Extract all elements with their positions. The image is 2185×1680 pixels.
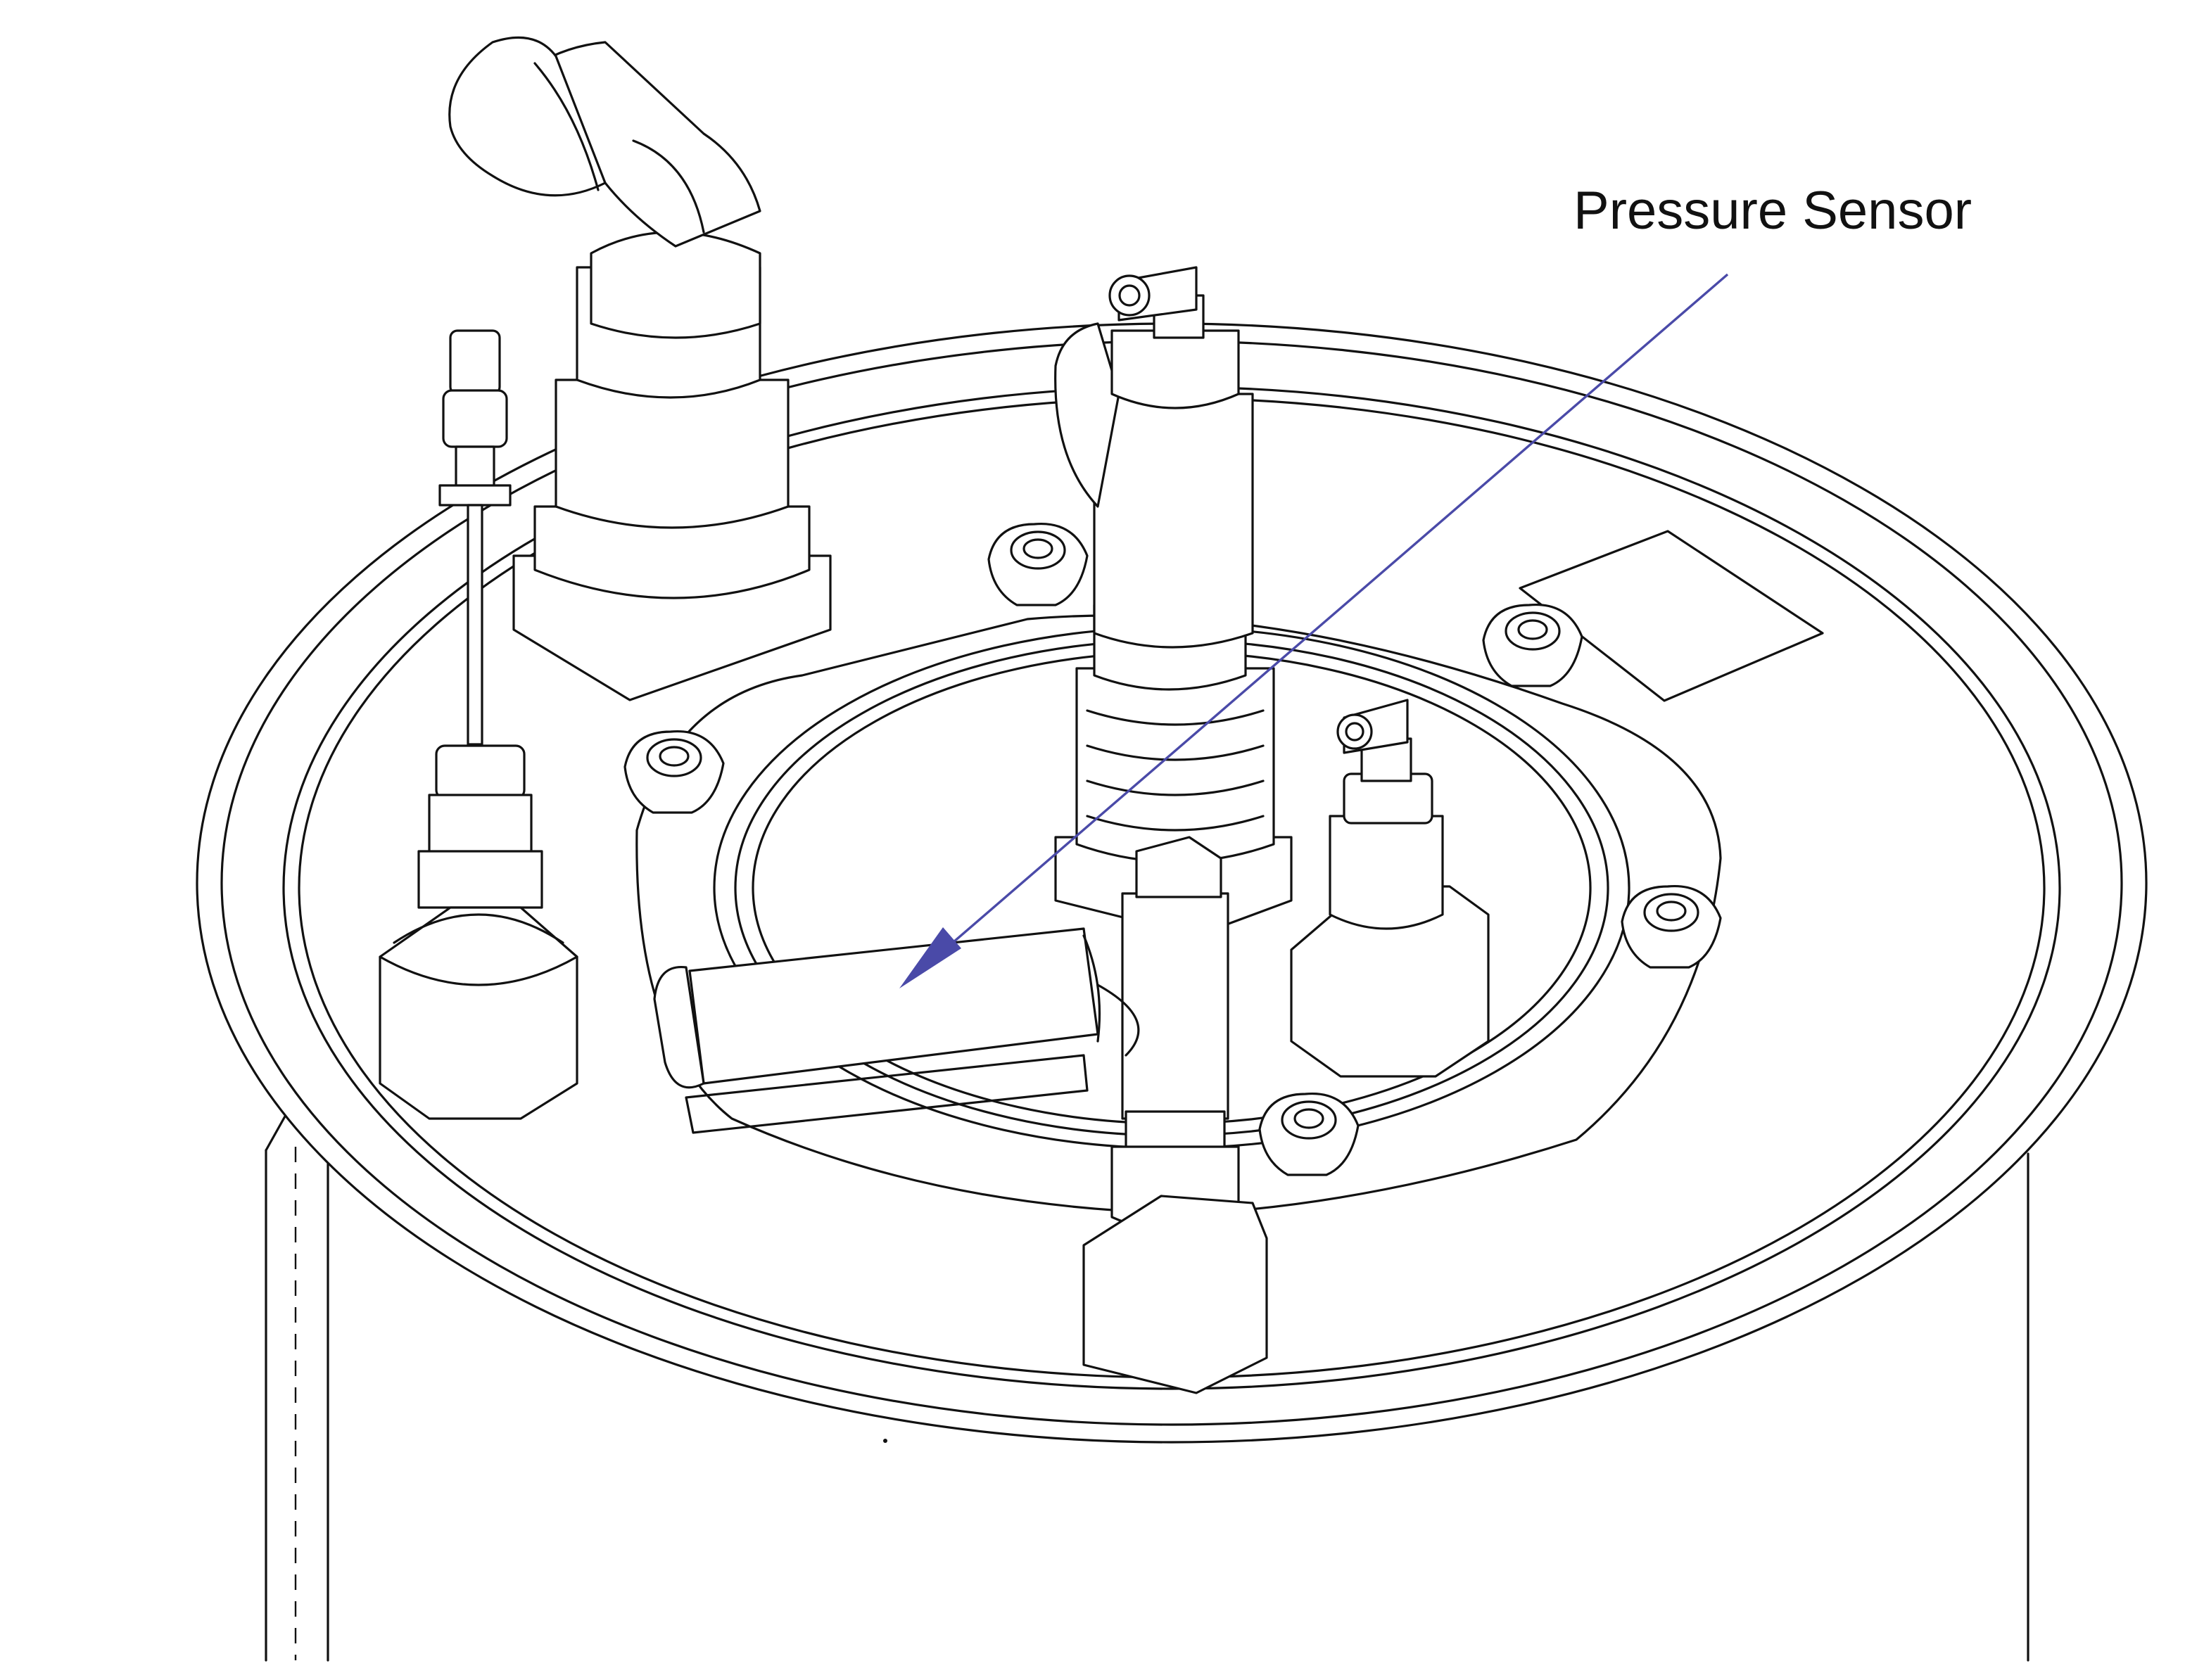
star-knob-2 [623, 730, 725, 814]
pressure-sensor-label: Pressure Sensor [1573, 181, 1972, 241]
elbow-fitting [448, 36, 832, 701]
star-knob-3 [1482, 603, 1583, 687]
electrical-probe [379, 329, 578, 1120]
right-fitting [1290, 699, 1490, 1078]
label-plate [1519, 530, 1824, 702]
callout-leader [899, 273, 1729, 988]
lower-tee-fitting [1082, 836, 1268, 1394]
star-knob-5 [1258, 1092, 1360, 1176]
star-knob-4 [1621, 884, 1722, 969]
star-knob-1 [987, 522, 1089, 606]
pressure-sensor[interactable] [653, 927, 1101, 1134]
central-column [1054, 266, 1293, 937]
